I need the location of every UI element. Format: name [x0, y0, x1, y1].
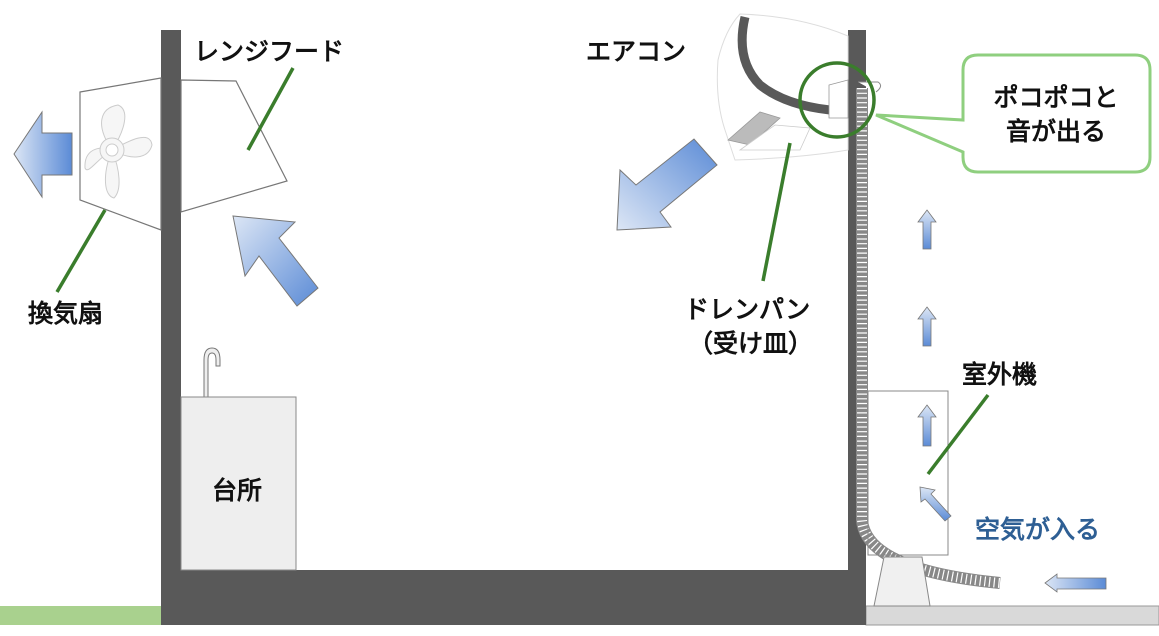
fan-icon	[84, 104, 153, 199]
callout-bubble	[875, 53, 1152, 174]
leader-lines	[55, 61, 990, 476]
exhaust-arrow	[13, 110, 73, 199]
up-arrow-2	[917, 306, 937, 347]
label-kitchen: 台所	[212, 476, 262, 505]
ac-airflow-arrow	[616, 138, 718, 231]
range-hood	[180, 79, 288, 213]
label-outdoor-unit: 室外機	[962, 360, 1037, 389]
up-arrow-1	[917, 209, 937, 250]
kitchen-counter	[180, 396, 297, 571]
callout-line-1: ポコポコと	[993, 83, 1118, 112]
floor	[161, 570, 866, 625]
outdoor-unit-stand	[873, 556, 931, 607]
diagonal-arrow	[919, 486, 952, 522]
label-vent-fan: 換気扇	[28, 299, 103, 328]
label-drain-pan: ドレンパン	[684, 295, 810, 324]
air-conditioner	[716, 13, 849, 161]
label-air-conditioner: エアコン	[586, 37, 686, 66]
incoming-air-arrow	[1044, 573, 1107, 593]
outdoor-unit	[867, 390, 949, 556]
up-arrow-3	[917, 404, 937, 447]
drain-pan-highlight-circle	[798, 61, 876, 139]
label-range-hood: レンジフード	[194, 37, 344, 66]
leader-outdoor-unit	[926, 393, 990, 476]
callout-line-2: 音が出る	[1006, 117, 1106, 146]
label-drain-pan-note: （受け皿）	[688, 329, 813, 358]
left-wall	[161, 30, 181, 625]
leader-range-hood	[246, 67, 295, 151]
rising-air-arrows	[917, 209, 952, 522]
ground-left	[0, 606, 161, 625]
leader-vent-fan	[55, 209, 107, 293]
label-air-enters: 空気が入る	[975, 515, 1100, 544]
faucet	[203, 347, 221, 398]
room-airflow-arrow	[232, 215, 319, 307]
ground-right	[865, 605, 1159, 626]
leader-drain-pan	[761, 142, 792, 282]
